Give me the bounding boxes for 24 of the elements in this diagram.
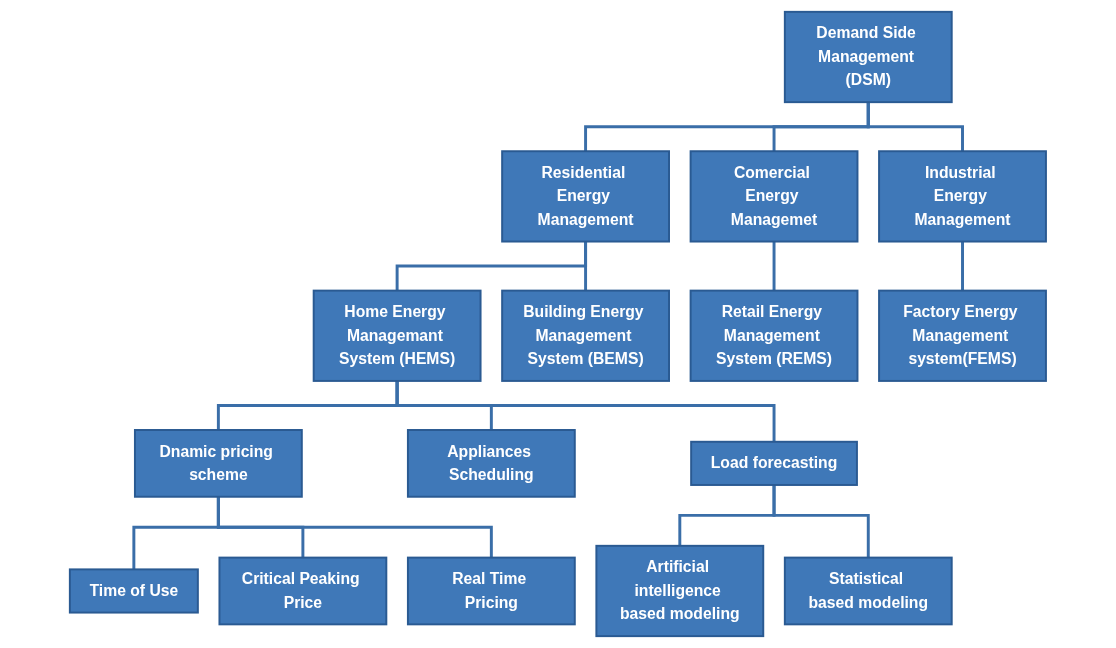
connector (395, 380, 776, 442)
node-box: Time of Use (68, 568, 199, 614)
node-box: Industrial Energy Management (878, 150, 1047, 243)
node-box: Residential Energy Management (501, 150, 671, 243)
node-box: Retail Energy Management System (REMS) (689, 289, 859, 382)
connector (866, 102, 965, 152)
node-box: Building Energy Management System (BEMS) (501, 289, 671, 382)
node-box: Factory Energy Management system(FEMS) (878, 289, 1047, 382)
node-box: Critical Peaking Price (218, 556, 388, 626)
connector (961, 241, 965, 291)
node-box: Demand Side Management (DSM) (783, 10, 953, 104)
connector (772, 241, 776, 291)
connector (217, 496, 493, 558)
node-box: Comercial Energy Managemet (689, 150, 859, 243)
node-box: Appliances Scheduling (407, 429, 576, 498)
node-box: Dnamic pricing scheme (134, 429, 303, 498)
connector (395, 241, 588, 291)
node-box: Artificial intelligence based modeling (595, 544, 765, 638)
node-box: Statistical based modeling (783, 556, 953, 626)
node-box: Load forecasting (690, 440, 858, 486)
node-box: Real Time Pricing (407, 556, 576, 626)
connector (772, 484, 870, 558)
connector (584, 241, 588, 291)
node-box: Home Energy Managemant System (HEMS) (312, 289, 482, 382)
